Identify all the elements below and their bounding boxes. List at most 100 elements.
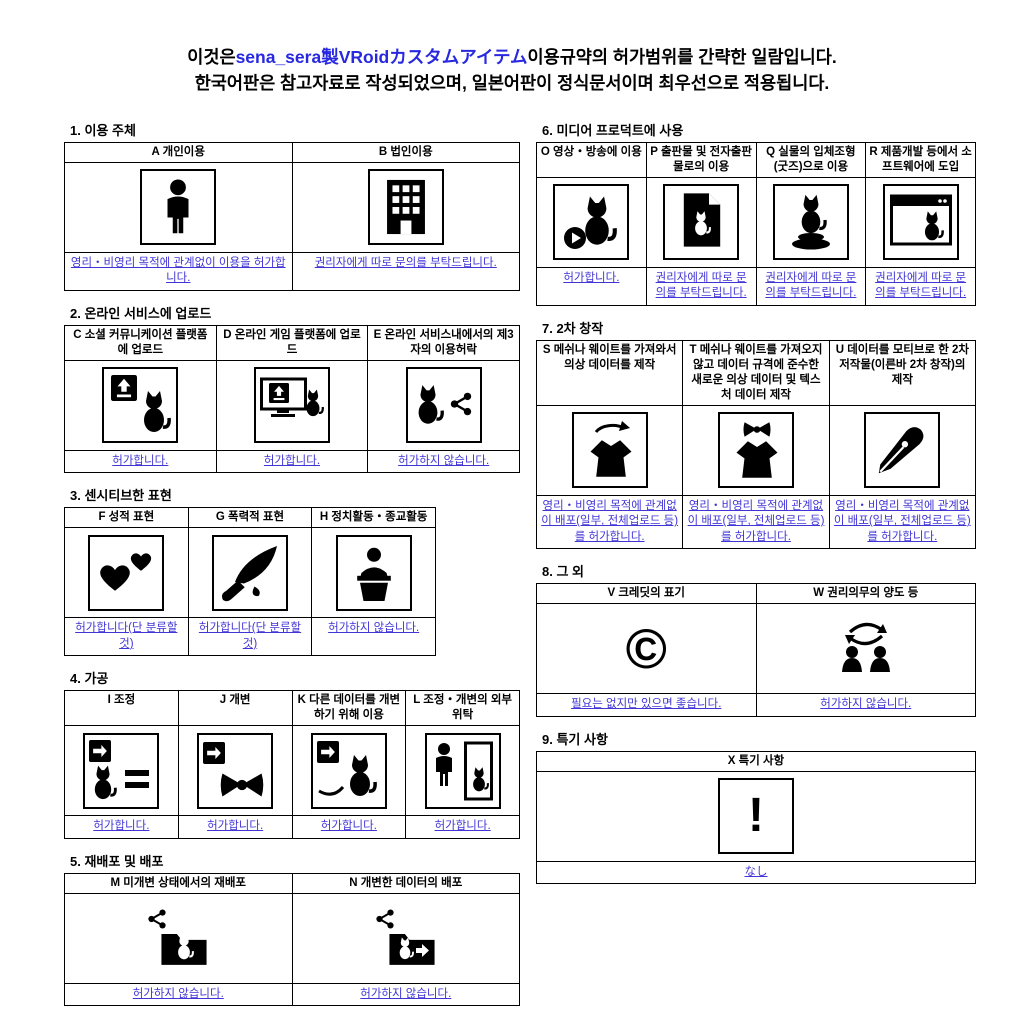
item-result-F: 허가합니다(단 분류할 것) xyxy=(64,617,189,657)
item-label-N: N 개변한 데이터의 배포 xyxy=(291,872,520,894)
item-result-L: 허가합니다. xyxy=(405,815,520,839)
section-heading: 3. 센시티브한 표현 xyxy=(70,488,172,504)
item-label-K: K 다른 데이터를 개변하기 위해 이용 xyxy=(291,690,407,727)
icon-cell-C xyxy=(64,359,217,451)
item-label-O: O 영상・방송에 이용 xyxy=(536,142,647,178)
item-label-U: U 데이터를 모티브로 한 2차 저작물(이른바 2차 창작)의 제작 xyxy=(828,339,977,406)
item-result-I: 허가합니다. xyxy=(64,815,179,839)
software-window-cat-icon xyxy=(889,194,952,246)
item-label-S: S 메쉬나 웨이트를 가져와서 의상 데이터를 제작 xyxy=(535,339,684,406)
item-label-C: C 소셜 커뮤니케이션 플랫폼에 업로드 xyxy=(64,324,217,361)
item-result-M: 허가하지 않습니다. xyxy=(64,982,293,1007)
item-label-H: H 정치활동・종교활동 xyxy=(311,507,436,529)
media-products-table: O 영상・방송에 이용 P 출판물 및 전자출판물로의 이용 Q 실물의 입체조… xyxy=(536,142,976,306)
section-heading: 7. 2차 창작 xyxy=(542,320,604,336)
icon-cell-Q xyxy=(755,176,867,268)
icon-cell-R xyxy=(865,176,976,268)
title-line-1: 이것은sena_sera製VRoidカスタムアイテム이용규약의 허가범위를 간략… xyxy=(0,44,1024,70)
item-label-M: M 미개변 상태에서의 재배포 xyxy=(64,872,293,894)
item-result-O: 허가합니다. xyxy=(536,266,647,306)
icon-box xyxy=(102,367,179,444)
section-redistribution: 5. 재배포 및 배포 M 미개변 상태에서의 재배포 N 개변한 데이터의 배… xyxy=(64,851,520,1007)
icon-box xyxy=(772,184,849,261)
title-line-2: 한국어판은 참고자료로 작성되었으며, 일본어판이 정식문서이며 최우선으로 적… xyxy=(194,73,830,94)
icon-cell-H xyxy=(311,527,436,619)
icon-cell-G xyxy=(187,527,313,619)
sensitive-table: F 성적 표현 G 폭력적 표현 H 정치활동・종교활동 xyxy=(64,507,436,657)
others-table: V 크레딧의 표기 W 권리의무의 양도 등 © xyxy=(536,583,976,717)
item-label-Q: Q 실물의 입체조형(굿즈)으로 이용 xyxy=(755,142,867,178)
item-result-D: 허가합니다. xyxy=(215,449,369,474)
item-label-B: B 법인이용 xyxy=(291,142,520,163)
item-result-Q: 권리자에게 따로 문의를 부탁드립니다. xyxy=(755,266,867,306)
icon-box xyxy=(367,169,444,246)
item-result-U: 영리・비영리 목적에 관계없이 배포(일부, 전체업로드 등)를 허가합니다. xyxy=(828,494,977,550)
icon-cell-I xyxy=(64,725,179,817)
icon-box xyxy=(405,367,482,444)
icon-box xyxy=(553,184,630,261)
figurine-cat-icon xyxy=(791,193,830,250)
icon-box xyxy=(717,412,794,489)
icon-box xyxy=(882,184,959,261)
icon-cell-V: © xyxy=(536,603,757,695)
section-heading: 8. 그 외 xyxy=(542,564,584,580)
upload-monitor-icon xyxy=(259,377,324,418)
icon-cell-D xyxy=(215,359,369,451)
section-usage-subject: 1. 이용 주체 A 개인이용 B 법인이용 영리・비영리 목적에 관계없이 이… xyxy=(64,120,520,291)
podium-speaker-icon xyxy=(346,545,402,601)
section-media-products: 6. 미디어 프로덕트에 사용 O 영상・방송에 이용 P 출판물 및 전자출판… xyxy=(536,120,976,306)
item-result-A: 영리・비영리 목적에 관계없이 이용을 허가합니다. xyxy=(64,251,293,291)
icon-box xyxy=(310,732,387,809)
item-result-E: 허가하지 않습니다. xyxy=(367,449,520,474)
item-result-C: 허가합니다. xyxy=(64,449,217,474)
icon-box xyxy=(211,534,288,611)
section-online-upload: 2. 온라인 서비스에 업로드 C 소셜 커뮤니케이션 플랫폼에 업로드 D 온… xyxy=(64,303,520,474)
item-result-W: 허가하지 않습니다. xyxy=(755,693,976,717)
building-icon xyxy=(383,177,429,237)
section-derivative-works: 7. 2차 창작 S 메쉬나 웨이트를 가져와서 의상 데이터를 제작 T 메쉬… xyxy=(535,318,977,550)
section-heading: 5. 재배포 및 배포 xyxy=(70,853,164,869)
icon-box xyxy=(197,732,274,809)
icon-cell-T xyxy=(682,404,830,496)
icon-cell-A xyxy=(64,161,293,253)
modify-other-data-icon xyxy=(316,740,377,797)
upload-cat-icon xyxy=(111,375,172,434)
item-label-A: A 개인이용 xyxy=(64,142,293,163)
modify-bow-icon xyxy=(203,741,264,797)
icon-cell-N xyxy=(291,892,520,984)
outsourcing-door-icon xyxy=(435,741,493,801)
new-clothes-icon xyxy=(736,422,778,478)
item-result-K: 허가합니다. xyxy=(291,815,407,839)
icon-box xyxy=(827,610,904,687)
item-result-V: 필요는 없지만 있으면 좋습니다. xyxy=(536,693,757,717)
icon-box xyxy=(663,184,740,261)
usage-subject-table: A 개인이용 B 법인이용 영리・비영리 목적에 관계없이 이용을 허가합니다.… xyxy=(64,142,520,291)
page-title: 이것은sena_sera製VRoidカスタムアイテム이용규약의 허가범위를 간략… xyxy=(0,44,1024,97)
section-heading: 4. 가공 xyxy=(70,671,109,687)
icon-cell-L xyxy=(405,725,520,817)
knife-icon xyxy=(220,543,280,603)
section-processing: 4. 가공 I 조정 J 개변 K 다른 데이터를 개변하기 위해 이용 L 조… xyxy=(64,668,520,839)
section-heading: 2. 온라인 서비스에 업로드 xyxy=(70,305,212,321)
icon-box xyxy=(140,900,217,977)
section-others: 8. 그 외 V 크레딧의 표기 W 권리의무의 양도 등 © xyxy=(536,561,976,717)
copyright-icon: © xyxy=(625,616,667,680)
section-sensitive: 3. 센시티브한 표현 F 성적 표현 G 폭력적 표현 H 정치활동・종교활동 xyxy=(64,485,520,657)
online-upload-table: C 소셜 커뮤니케이션 플랫폼에 업로드 D 온라인 게임 플랫폼에 업로드 E… xyxy=(64,324,520,474)
icon-box xyxy=(864,412,941,489)
pen-nib-icon xyxy=(873,421,931,479)
title-suffix: 이용규약의 허가범위를 간략한 일람입니다. xyxy=(527,47,837,67)
publication-doc-cat-icon xyxy=(683,193,721,247)
item-label-P: P 출판물 및 전자출판물로의 이용 xyxy=(645,142,757,178)
icon-cell-M xyxy=(64,892,293,984)
icon-box xyxy=(367,900,444,977)
icon-cell-X: ! xyxy=(536,770,976,862)
icon-box xyxy=(335,534,412,611)
exclamation-icon: ! xyxy=(748,789,764,843)
item-result-X: なし xyxy=(536,860,976,885)
item-result-T: 영리・비영리 목적에 관계없이 배포(일부, 전체업로드 등)를 허가합니다. xyxy=(682,494,830,550)
icon-cell-U xyxy=(828,404,977,496)
people-transfer-icon xyxy=(841,622,890,672)
adjust-arrow-equals-icon xyxy=(89,739,150,800)
title-prefix: 이것은 xyxy=(187,47,236,67)
